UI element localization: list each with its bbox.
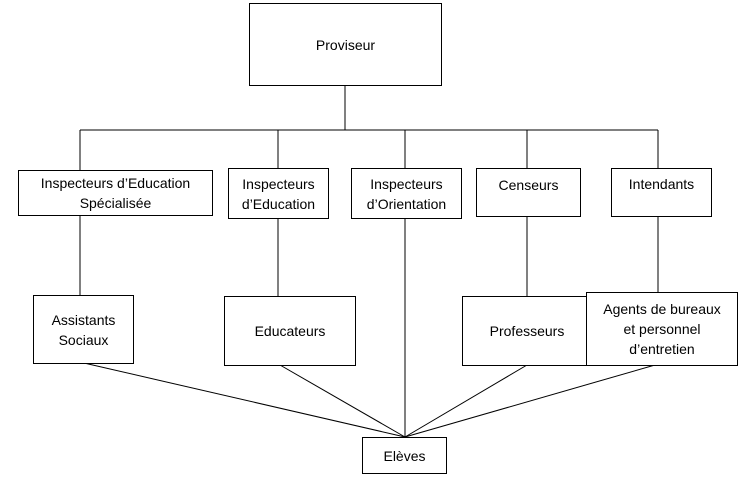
node-label: Intendants xyxy=(628,176,695,192)
node-label: Agents de bureaux et personnel d’entreti… xyxy=(603,301,721,357)
node-inspecteurs-education-specialisee: Inspecteurs d’Education Spécialisée xyxy=(18,170,213,216)
node-label: Elèves xyxy=(383,447,426,464)
node-label: Inspecteurs d’Education xyxy=(241,175,316,212)
node-inspecteurs-education: Inspecteurs d’Education xyxy=(228,168,329,219)
edge-professeurs-eleves xyxy=(404,364,528,438)
node-professeurs: Professeurs xyxy=(462,296,592,366)
node-label: Inspecteurs d’Education Spécialisée xyxy=(40,175,191,211)
node-eleves: Elèves xyxy=(362,437,447,474)
node-censeurs: Censeurs xyxy=(476,168,581,217)
node-label: Proviseur xyxy=(315,36,376,53)
edge-educateurs-eleves xyxy=(279,364,406,438)
node-proviseur: Proviseur xyxy=(249,3,442,86)
node-label: Censeurs xyxy=(498,177,559,193)
node-label: Professeurs xyxy=(489,323,565,339)
node-label: Assistants Sociaux xyxy=(51,311,116,348)
node-inspecteurs-orientation: Inspecteurs d’Orientation xyxy=(351,168,462,219)
node-educateurs: Educateurs xyxy=(224,296,356,366)
edge-assistants-eleves xyxy=(83,362,406,438)
node-intendants: Intendants xyxy=(611,168,712,217)
edge-agents-eleves xyxy=(404,364,656,438)
node-label: Inspecteurs d’Orientation xyxy=(366,175,447,212)
node-agents-bureaux-personnel-entretien: Agents de bureaux et personnel d’entreti… xyxy=(586,292,738,366)
node-label: Educateurs xyxy=(254,323,326,339)
node-assistants-sociaux: Assistants Sociaux xyxy=(33,295,134,364)
